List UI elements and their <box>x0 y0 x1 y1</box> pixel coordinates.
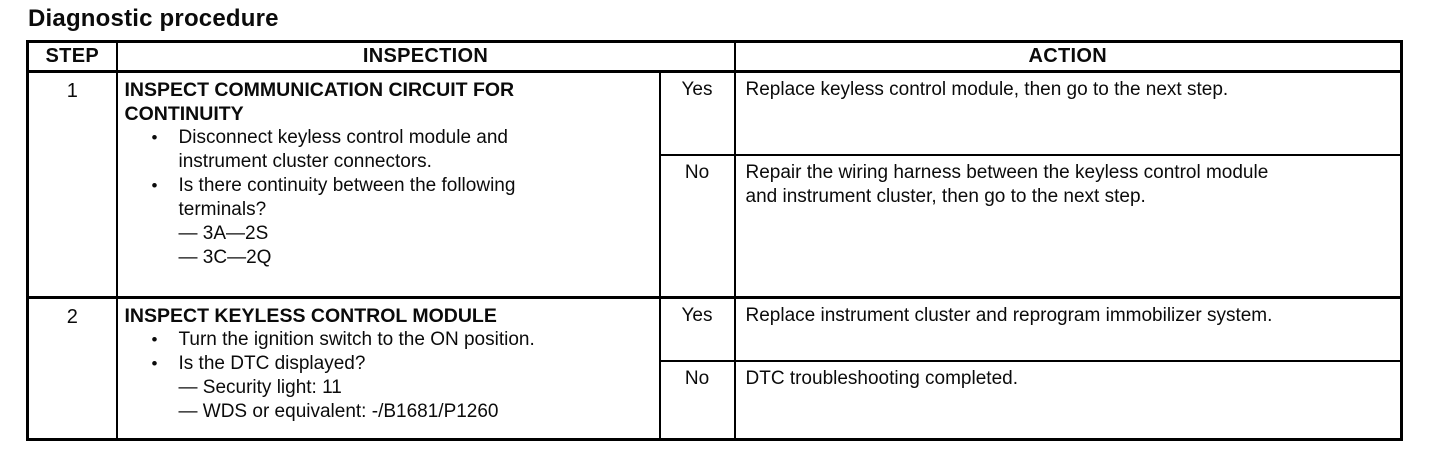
terminal-pair: — 3C—2Q <box>178 247 272 268</box>
list-item: • Disconnect keyless control module and … <box>125 126 651 174</box>
bullet-icon: • <box>151 354 158 373</box>
step-number: 1 <box>26 70 118 299</box>
action-text: Replace instrument cluster and reprogram… <box>745 305 1273 326</box>
table-row-step1-no: No Repair the wiring harness between the… <box>28 153 1403 299</box>
action-cell-yes: Replace instrument cluster and reprogram… <box>733 296 1403 362</box>
action-text: Repair the wiring harness between the ke… <box>745 161 1269 207</box>
yes-label: Yes <box>658 70 736 156</box>
dtc-indicator: — WDS or equivalent: -/B1681/P1260 <box>178 401 499 422</box>
inspection-title: INSPECT COMMUNICATION CIRCUIT FOR CONTIN… <box>124 79 515 125</box>
column-header-action: ACTION <box>733 40 1403 73</box>
inspection-cell: INSPECT KEYLESS CONTROL MODULE • Turn th… <box>115 296 661 441</box>
bullet-icon: • <box>151 128 158 147</box>
diagnostic-table: STEP INSPECTION ACTION 1 INSPECT COMMUNI… <box>26 40 1403 441</box>
bullet-text: Disconnect keyless control module and in… <box>178 127 509 172</box>
action-text: Replace keyless control module, then go … <box>745 79 1229 100</box>
table-row-step2: 2 INSPECT KEYLESS CONTROL MODULE • Turn … <box>26 296 1403 441</box>
bullet-icon: • <box>151 176 158 195</box>
list-item: • Is there continuity between the follow… <box>125 174 651 222</box>
list-item: • Turn the ignition switch to the ON pos… <box>125 328 651 352</box>
table-row-step2-no: No DTC troubleshooting completed. <box>28 359 1403 441</box>
terminal-pair: — 3A—2S <box>178 223 269 244</box>
column-header-step: STEP <box>26 40 118 73</box>
column-header-inspection: INSPECTION <box>115 40 736 73</box>
list-item: • Is the DTC displayed? <box>125 352 651 376</box>
no-label: No <box>658 153 736 299</box>
step-number: 2 <box>26 296 118 441</box>
no-label: No <box>658 359 736 441</box>
header-row: STEP INSPECTION ACTION <box>26 40 1403 73</box>
bullet-icon: • <box>151 330 158 349</box>
action-cell-no: Repair the wiring harness between the ke… <box>733 153 1403 299</box>
bullet-text: Is the DTC displayed? <box>178 353 366 374</box>
inspection-title: INSPECT KEYLESS CONTROL MODULE <box>124 305 497 327</box>
bullet-text: Turn the ignition switch to the ON posit… <box>178 329 535 350</box>
inspection-cell: INSPECT COMMUNICATION CIRCUIT FOR CONTIN… <box>115 70 661 299</box>
action-cell-yes: Replace keyless control module, then go … <box>733 70 1403 156</box>
dtc-indicator: — Security light: 11 <box>178 377 342 398</box>
action-text: DTC troubleshooting completed. <box>745 367 1018 389</box>
action-cell-no: DTC troubleshooting completed. <box>733 359 1403 441</box>
page-title: Diagnostic procedure <box>28 5 279 32</box>
yes-label: Yes <box>658 296 736 362</box>
table-row-step1: 1 INSPECT COMMUNICATION CIRCUIT FOR CONT… <box>26 70 1403 299</box>
bullet-text: Is there continuity between the followin… <box>178 175 516 220</box>
